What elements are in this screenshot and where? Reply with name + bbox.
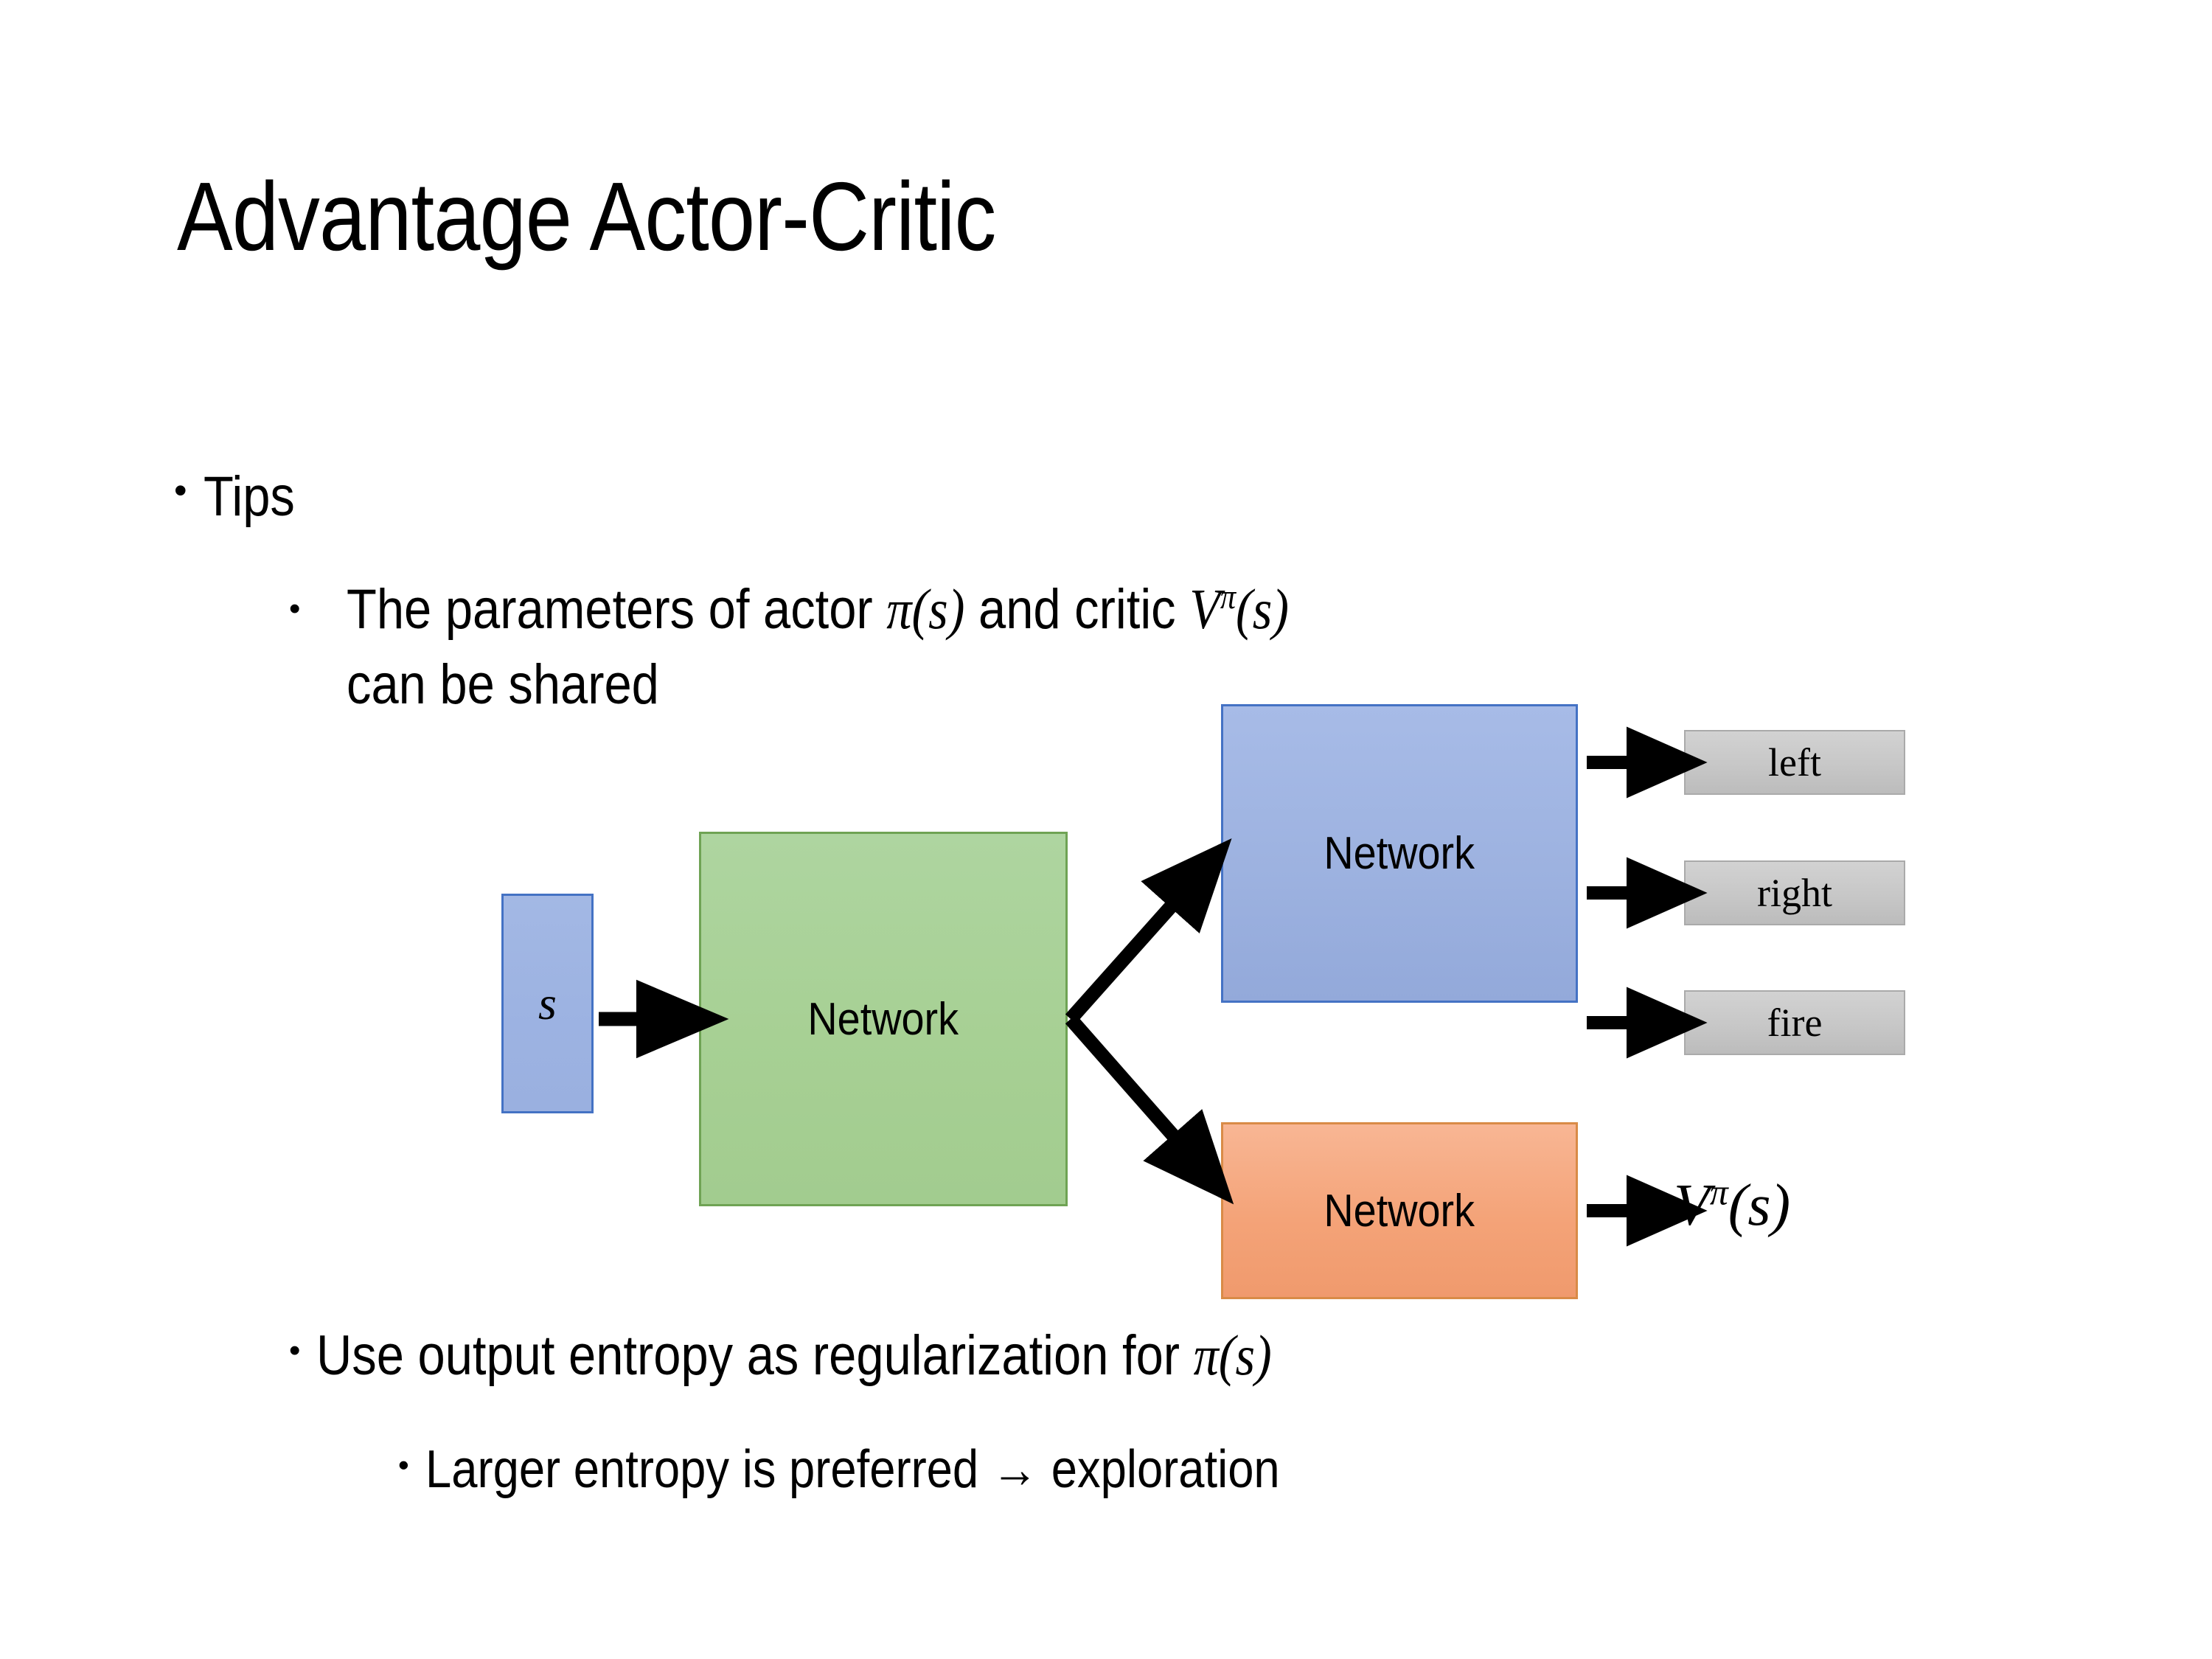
diagram-output-action-right-label: right [1757, 871, 1832, 915]
diagram-output-action-right: right [1684, 860, 1905, 925]
bullet-entropy-text: Use output entropy as regularization for… [316, 1323, 1272, 1388]
diagram-node-shared-network-label: Network [807, 993, 959, 1045]
math-v-base: V [1674, 1173, 1710, 1238]
page-title: Advantage Actor-Critic [177, 162, 996, 271]
math-v-superscript: π [1220, 577, 1237, 617]
bullet-entropy-regularization: • Use output entropy as regularization f… [289, 1323, 1402, 1388]
bullet-parameters-shared: • The parameters of actor π(s) and criti… [289, 577, 1417, 717]
bullet-entropy-label: Use output entropy as regularization for [316, 1324, 1194, 1387]
arrow-shared-to-actor [1065, 838, 1232, 1024]
diagram-node-critic-network-label: Network [1324, 1185, 1475, 1237]
diagram-node-actor-network-label: Network [1324, 828, 1475, 879]
bullet-marker-icon: • [398, 1447, 409, 1482]
bullet-tips: • Tips [174, 465, 307, 529]
diagram-node-shared-network: Network [699, 832, 1068, 1206]
math-v-argument: (s) [1236, 577, 1290, 641]
diagram-output-value-function: Vπ(s) [1674, 1172, 1790, 1239]
bullet-larger-entropy-label: Larger entropy is preferred → exploratio… [425, 1440, 1280, 1499]
diagram-node-actor-network: Network [1221, 704, 1578, 1003]
bullet-tips-label: Tips [203, 465, 295, 528]
math-v-superscript: π [1709, 1172, 1728, 1213]
math-v-pi-of-s: Vπ(s) [1189, 577, 1289, 641]
math-v-argument: (s) [1728, 1173, 1791, 1238]
diagram-node-input-state: s [501, 894, 594, 1113]
bullet-parameters-line2: can be shared [347, 653, 659, 716]
diagram-node-critic-network: Network [1221, 1122, 1578, 1299]
math-pi-of-s: π(s) [1194, 1324, 1273, 1387]
diagram-output-action-left-label: left [1768, 740, 1821, 785]
arrow-shared-to-critic [1065, 1014, 1234, 1205]
bullet-larger-entropy: • Larger entropy is preferred → explorat… [398, 1439, 1396, 1500]
bullet-marker-icon: • [289, 1332, 301, 1368]
math-v-base: V [1189, 577, 1220, 641]
bullet-parameters-line1: The parameters of actor π(s) and critic … [347, 577, 1289, 642]
bullet-parameters-text-pre: The parameters of actor [347, 578, 887, 641]
bullet-parameters-text-mid: and critic [964, 578, 1190, 641]
diagram-output-action-fire-label: fire [1767, 1001, 1823, 1045]
diagram-output-action-left: left [1684, 730, 1905, 795]
bullet-marker-icon: • [174, 470, 187, 511]
bullet-marker-icon: • [289, 591, 301, 627]
diagram-node-input-state-label: s [538, 977, 557, 1029]
diagram-output-action-fire: fire [1684, 990, 1905, 1055]
math-pi-of-s: π(s) [886, 577, 965, 641]
